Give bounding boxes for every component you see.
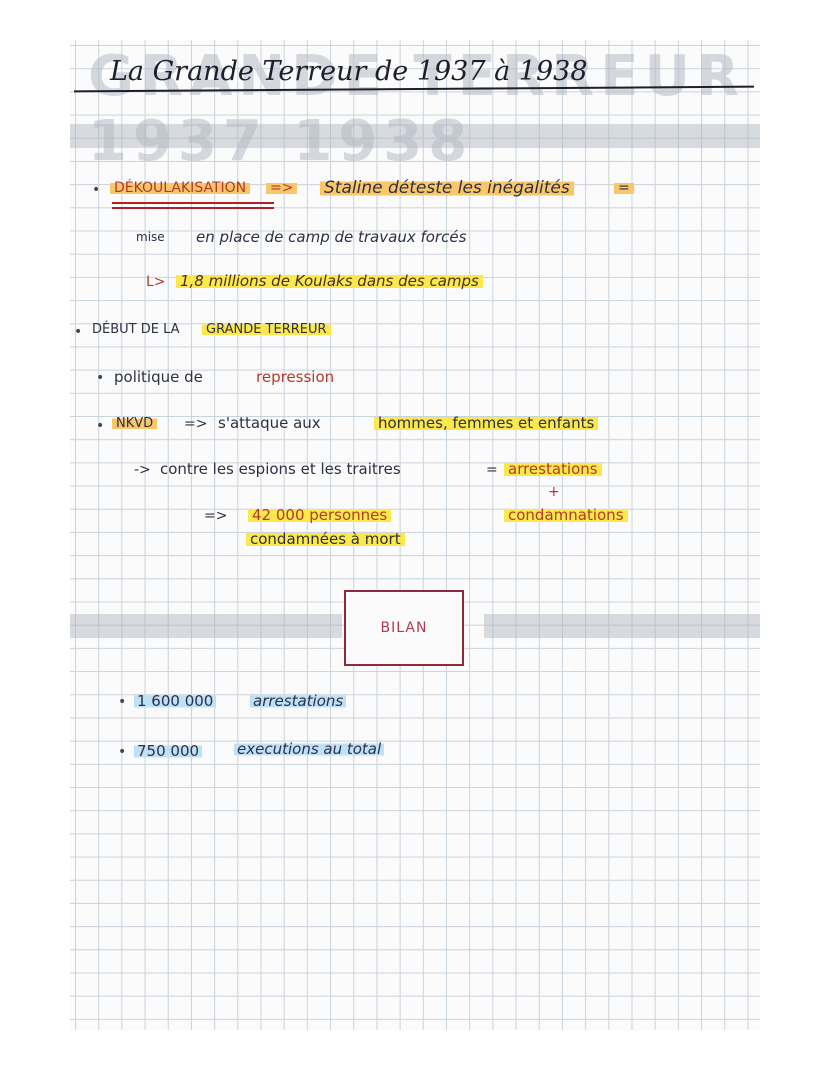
mise-text: mise [136, 230, 165, 244]
result-arrow: => [204, 508, 228, 524]
page-title: La Grande Terreur de 1937 à 1938 [110, 56, 588, 87]
grande-terreur-label: GRANDE TERREUR [202, 322, 331, 337]
sub-arrow: L> [146, 274, 166, 290]
contre-equals: = [486, 462, 498, 478]
personnes-text: 42 000 personnes [248, 506, 392, 524]
gray-band-middle-right [484, 614, 760, 638]
executions-text: executions au total [234, 740, 385, 758]
dekoulakisation-arrow: => [266, 180, 298, 196]
koulaks-text: 1,8 millions de Koulaks dans des camps [176, 272, 483, 290]
gray-band-top [70, 124, 760, 148]
bilan-label: BILAN [380, 620, 428, 636]
arrestations-text: arrestations [250, 692, 347, 710]
bullet: • [96, 370, 105, 386]
attaque-text: s'attaque aux [218, 414, 321, 432]
staline-text: Staline déteste les inégalités [320, 178, 574, 198]
red-underline-1 [112, 202, 274, 204]
contre-text: contre les espions et les traitres [160, 460, 401, 478]
bullet: • [118, 744, 127, 760]
dekoulakisation-label: DÉKOULAKISATION [110, 180, 251, 196]
plus-sign: + [548, 484, 560, 500]
condamnations-label: condamnations [504, 506, 628, 524]
repression-text: repression [256, 368, 335, 386]
condamnees-text: condamnées à mort [246, 530, 405, 548]
arrestations-number: 1 600 000 [134, 692, 217, 710]
camp-text: en place de camp de travaux forcés [196, 228, 467, 246]
nkvd-label: NKVD [112, 416, 158, 431]
bullet: • [74, 324, 83, 340]
equals-sign: = [614, 180, 634, 196]
politique-text: politique de [114, 368, 203, 386]
hommes-femmes-text: hommes, femmes et enfants [374, 414, 599, 432]
red-underline-2 [112, 207, 274, 209]
contre-arrow: -> [134, 462, 151, 478]
bullet: • [96, 418, 105, 434]
title-ghost-text: GRANDE TERREUR 1937 1938 [88, 44, 746, 174]
debut-label: DÉBUT DE LA [92, 322, 180, 337]
nkvd-arrow: => [184, 416, 208, 432]
bullet: • [92, 182, 101, 198]
executions-number: 750 000 [134, 742, 203, 760]
gray-band-middle-left [70, 614, 342, 638]
bilan-box: BILAN [344, 590, 464, 666]
arrestations-label: arrestations [504, 460, 602, 478]
grid-paper [70, 40, 760, 1030]
bullet: • [118, 694, 127, 710]
